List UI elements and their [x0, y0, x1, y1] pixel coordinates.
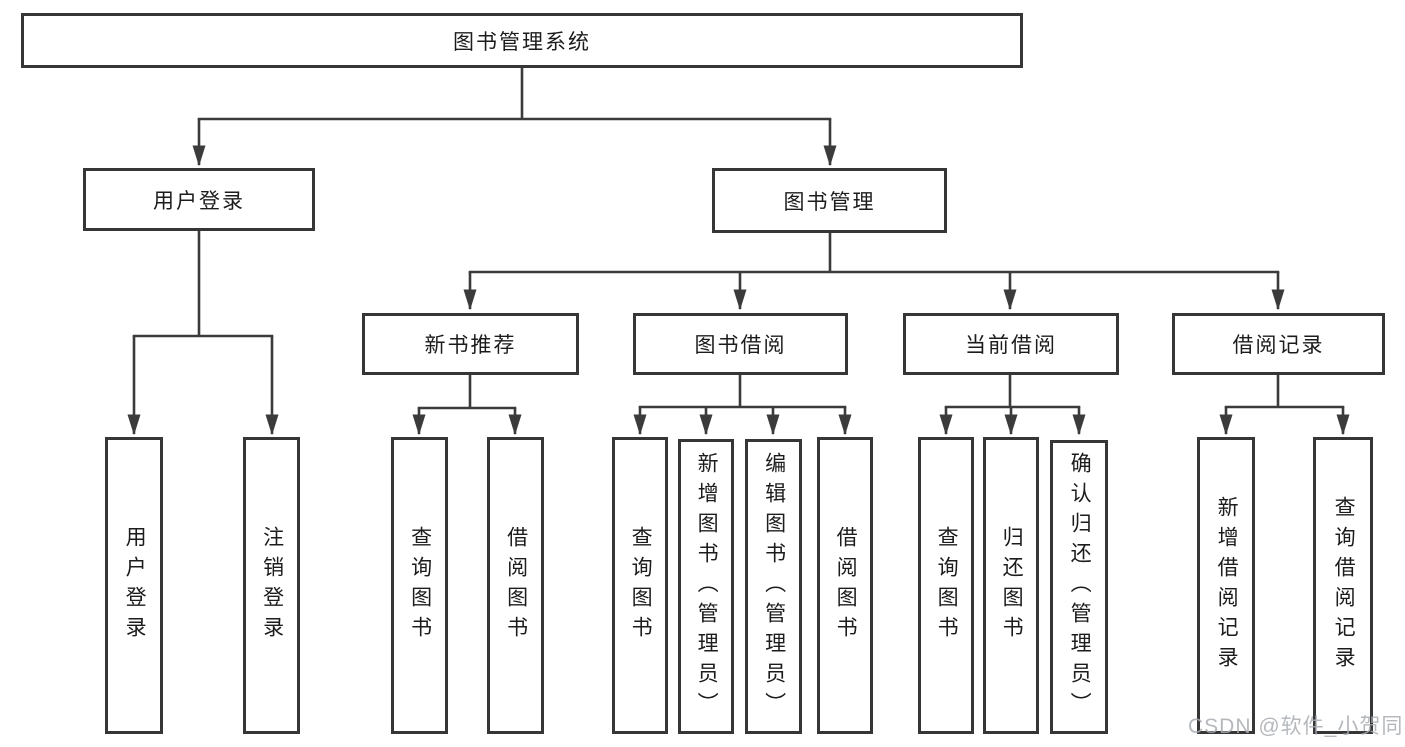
node-new-book-recommendation: 新书推荐 [362, 313, 579, 375]
leaf-edit-book-admin: 编辑图书（管理员） [745, 439, 802, 734]
leaf-logout: 注销登录 [243, 437, 300, 734]
node-new-book-recommendation-label: 新书推荐 [424, 334, 517, 357]
leaf-query-borrow-record: 查询借阅记录 [1313, 437, 1373, 734]
node-book-management-label: 图书管理 [783, 190, 876, 214]
node-borrowing-records-label: 借阅记录 [1232, 334, 1325, 357]
leaf-query-books-borrow-label: 查询图书 [629, 525, 653, 646]
leaf-query-books-borrow: 查询图书 [612, 437, 668, 734]
node-root-label: 图书管理系统 [453, 30, 591, 54]
leaf-borrow-books-recommend: 借阅图书 [487, 437, 544, 734]
leaf-return-books: 归还图书 [983, 437, 1039, 734]
watermark: CSDN @软件_小贺同学 [1188, 715, 1405, 738]
leaf-confirm-return-admin: 确认归还（管理员） [1050, 440, 1108, 734]
leaf-logout-label: 注销登录 [260, 525, 284, 646]
leaf-user-login: 用户登录 [105, 437, 163, 734]
leaf-borrow-books-recommend-label: 借阅图书 [504, 525, 528, 646]
leaf-user-login-label: 用户登录 [123, 525, 147, 646]
node-user-login-label: 用户登录 [153, 189, 245, 213]
leaf-add-book-admin: 新增图书（管理员） [678, 439, 734, 734]
leaf-borrow-books: 借阅图书 [817, 437, 873, 734]
node-root: 图书管理系统 [21, 13, 1023, 68]
leaf-edit-book-admin-label: 编辑图书（管理员） [762, 451, 786, 722]
leaf-confirm-return-admin-label: 确认归还（管理员） [1068, 452, 1092, 722]
leaf-query-books-recommend: 查询图书 [391, 437, 448, 734]
leaf-query-books-recommend-label: 查询图书 [408, 525, 432, 646]
leaf-query-books-current: 查询图书 [918, 437, 974, 734]
leaf-add-book-admin-label: 新增图书（管理员） [695, 451, 719, 722]
node-book-management: 图书管理 [712, 168, 947, 233]
node-borrowing-records: 借阅记录 [1172, 313, 1385, 375]
node-book-borrowing: 图书借阅 [633, 313, 848, 375]
leaf-add-borrow-record: 新增借阅记录 [1197, 437, 1255, 734]
node-current-borrowing: 当前借阅 [903, 313, 1119, 375]
node-current-borrowing-label: 当前借阅 [965, 334, 1057, 357]
leaf-borrow-books-label: 借阅图书 [834, 525, 858, 646]
leaf-return-books-label: 归还图书 [1000, 525, 1024, 646]
node-user-login: 用户登录 [83, 168, 315, 231]
leaf-add-borrow-record-label: 新增借阅记录 [1215, 495, 1239, 676]
node-book-borrowing-label: 图书借阅 [694, 334, 787, 357]
leaf-query-borrow-record-label: 查询借阅记录 [1332, 495, 1356, 676]
leaf-query-books-current-label: 查询图书 [935, 525, 959, 646]
